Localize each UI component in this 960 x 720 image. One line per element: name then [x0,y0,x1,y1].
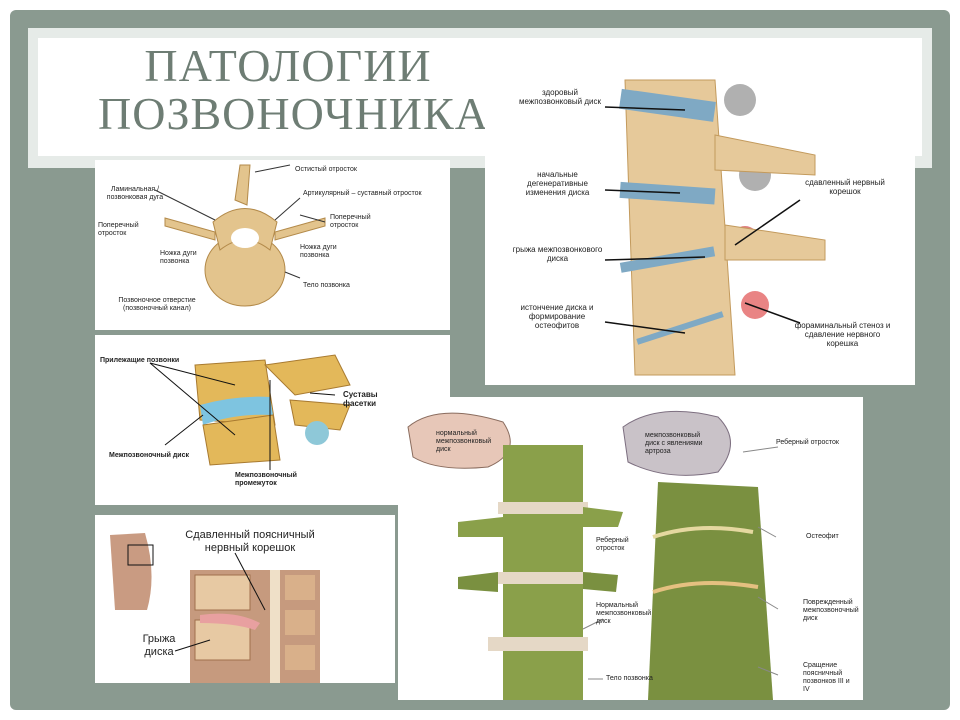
label-osteophyte: Остеофит [806,533,839,540]
disc-degeneration-panel: здоровый межпозвонковый диск начальные д… [485,75,915,385]
slide-title: ПАТОЛОГИИ ПОЗВОНОЧНИКА [98,40,489,139]
label-spinous-process: Остистый отросток [295,166,357,173]
label-facet-joints: Суставы фасетки [343,390,378,409]
label-foraminal-stenosis: фораминальный стеноз и сдавление нервног… [794,321,891,349]
label-rib-process-middle: Реберный отросток [596,537,629,553]
label-pedicle-left: Ножка дуги позвонка [160,250,197,266]
label-normal-disc-top: нормальный межпозвонковый диск [436,430,492,454]
label-damaged-disc: Поврежденный межпозвоночный диск [803,599,859,623]
label-disc-hernia: Грыжа диска [142,633,176,658]
vertebra-side-view-panel: Прилежащие позвонки Суставы фасетки Межп… [95,335,450,505]
label-intervertebral-disc: Межпозвоночный диск [109,452,189,459]
label-normal-disc-middle: Нормальный межпозвонковый диск [596,602,652,626]
label-compressed-nerve-root: сдавленный нервный корешок [805,178,885,197]
label-arthrosis-disc: межпозвонковый диск с явлениями артроза [645,432,703,456]
label-compressed-lumbar-root: Сдавленный поясничный нервный корешок [185,529,315,554]
label-lamina: Ламинальная / позвонковая дуга [106,186,164,202]
title-line-1: ПАТОЛОГИИ [144,40,432,91]
label-adjacent-vertebrae: Прилежащие позвонки [100,357,180,364]
label-disc-herniation: грыжа межпозвонкового диска [512,245,603,264]
lumbar-hernia-panel: Сдавленный поясничный нервный корешок Гр… [95,515,395,683]
label-early-degeneration: начальные дегенеративные изменения диска [525,170,590,198]
label-vertebral-foramen: Позвоночное отверстие (позвоночный канал… [118,297,196,313]
vertebra-top-illustration [154,164,326,307]
spine-comparison-panel: нормальный межпозвонковый диск межпозвон… [398,397,863,700]
label-rib-process-right: Реберный отросток [776,439,839,446]
label-vertebrae-fusion: Сращение поясничный позвонков III и IV [803,662,850,694]
title-line-2: ПОЗВОНОЧНИКА [98,88,489,139]
spine-comparison-illustration [407,410,779,700]
label-pedicle-right: Ножка дуги позвонка [300,244,337,260]
disc-degeneration-illustration [604,79,826,376]
label-vertebral-body: Тело позвонка [303,282,350,289]
label-transverse-process-right: Поперечный отросток [330,214,371,230]
vertebra-side-illustration [149,354,351,470]
label-disc-thinning: истончение диска и формирование остеофит… [520,303,594,331]
label-intervertebral-space: Межпозвоночный промежуток [235,472,297,488]
vertebra-top-view-panel: Остистый отросток Ламинальная / позвонко… [95,160,450,330]
label-vertebral-body-bottom: Тело позвонка [606,675,653,682]
label-healthy-disc: здоровый межпозвонковый диск [519,88,601,107]
lumbar-hernia-illustration [110,533,320,683]
label-transverse-process-left: Поперечный отросток [98,222,139,238]
label-articular-process: Артикулярный – суставный отросток [303,190,422,197]
